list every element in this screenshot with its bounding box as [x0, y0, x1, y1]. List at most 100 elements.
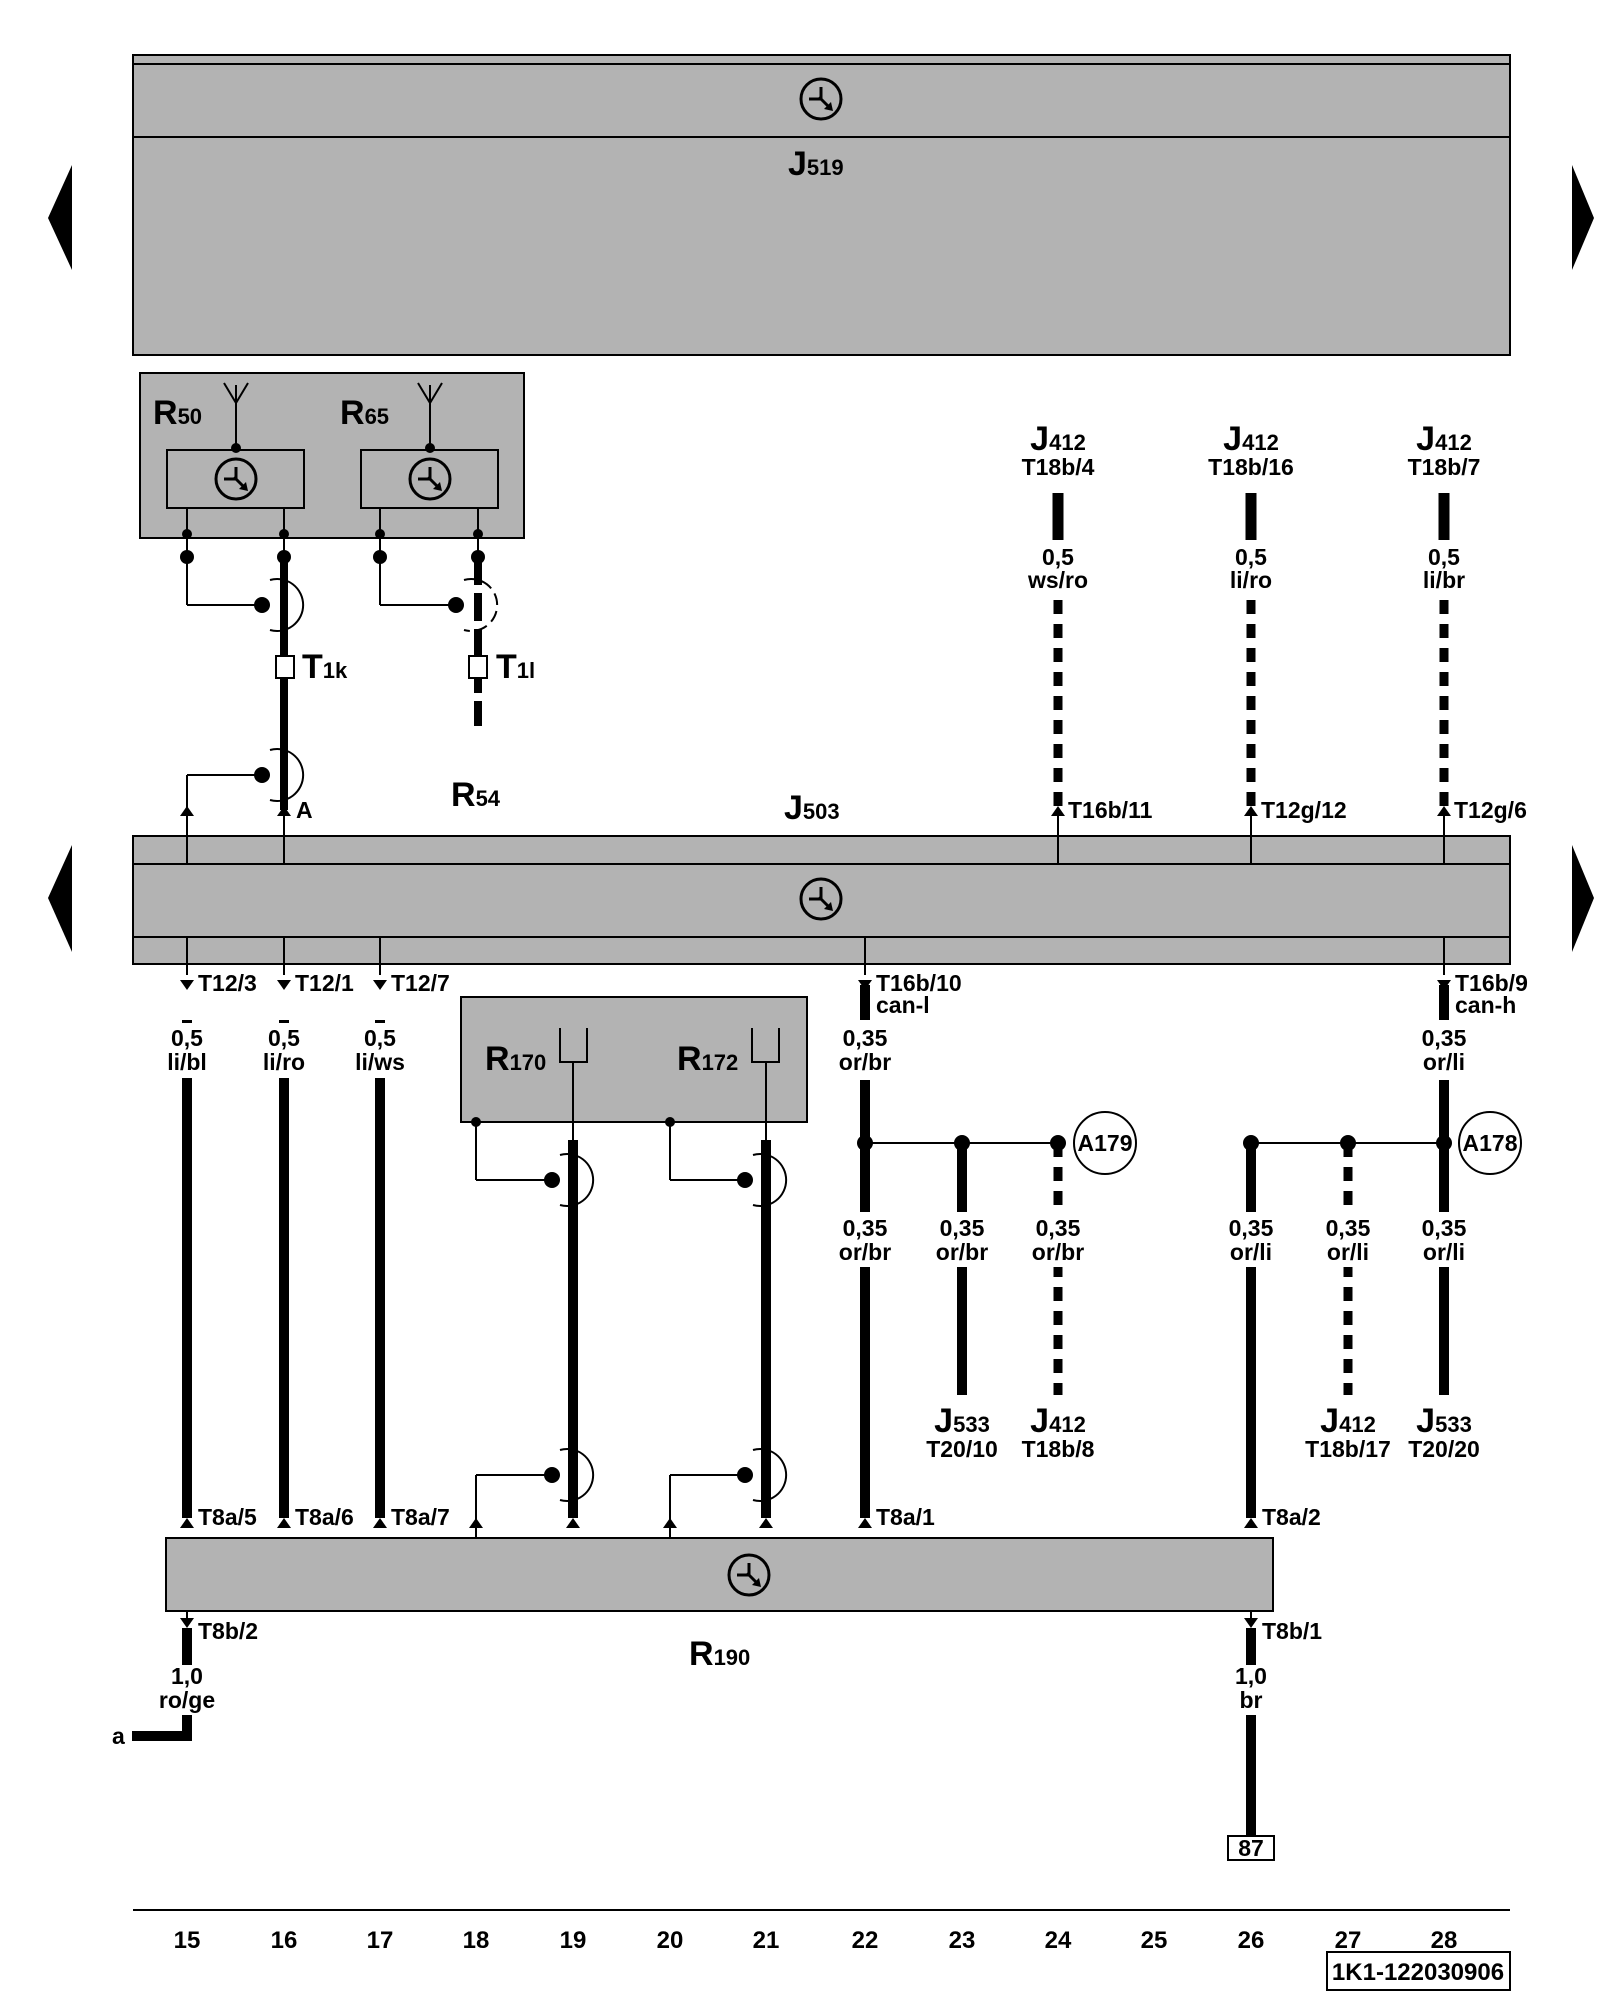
svg-text:T8a/5: T8a/5 — [198, 1504, 257, 1530]
terminal-87-label: 87 — [1238, 1835, 1264, 1861]
page-right-arrow-icon[interactable] — [1572, 165, 1594, 270]
svg-text:T18b/16: T18b/16 — [1208, 454, 1294, 480]
svg-text:T12g/6: T12g/6 — [1454, 797, 1527, 823]
terminal-87-box — [1227, 1835, 1275, 1861]
svg-text:J412: J412 — [1223, 420, 1279, 458]
a179-node: A179 — [1073, 1111, 1137, 1175]
column-number: 22 — [852, 1927, 879, 1954]
page-right-arrow-icon-2[interactable] — [1572, 845, 1594, 952]
svg-text:or/li: or/li — [1423, 1239, 1465, 1265]
svg-text:T8a/1: T8a/1 — [876, 1504, 935, 1530]
svg-text:or/br: or/br — [1032, 1239, 1084, 1265]
antenna-icon — [417, 382, 443, 450]
svg-text:0,35: 0,35 — [843, 1215, 888, 1241]
svg-text:or/li: or/li — [1230, 1239, 1272, 1265]
doc-id: 1K1-122030906 — [1332, 1959, 1504, 1986]
svg-text:T12/3: T12/3 — [198, 970, 257, 996]
svg-text:T12/1: T12/1 — [295, 970, 354, 996]
speaker-wires — [475, 1062, 788, 1538]
r190-label: R190 — [689, 1635, 750, 1673]
column-number: 20 — [657, 1927, 684, 1954]
svg-text:T16b/11: T16b/11 — [1068, 797, 1153, 823]
svg-text:or/br: or/br — [839, 1049, 891, 1075]
svg-text:T20/20: T20/20 — [1408, 1436, 1480, 1462]
svg-text:J533: J533 — [1416, 1402, 1472, 1440]
svg-text:li/ro: li/ro — [1230, 567, 1272, 593]
antenna-icon — [223, 382, 249, 450]
column-number: 16 — [271, 1927, 298, 1954]
svg-text:T18b/17: T18b/17 — [1305, 1436, 1391, 1462]
column-number: 21 — [753, 1927, 780, 1954]
r65-label: R65 — [340, 394, 389, 432]
j412-top-labels: J412 T18b/4 J412 T18b/16 J412 T18b/7 — [1022, 420, 1481, 480]
svg-text:T8b/1: T8b/1 — [1262, 1618, 1322, 1644]
column-number: 26 — [1238, 1927, 1265, 1954]
svg-text:or/br: or/br — [936, 1239, 988, 1265]
j503-bottom-pins: T12/3 T12/1 T12/7 T16b/10 can-l T16b/9 c… — [198, 970, 1528, 1018]
t1l-label: T1l — [496, 648, 535, 686]
svg-text:ro/ge: ro/ge — [159, 1687, 215, 1713]
svg-text:or/li: or/li — [1423, 1049, 1465, 1075]
svg-text:T8b/2: T8b/2 — [198, 1618, 258, 1644]
column-number: 27 — [1335, 1927, 1362, 1954]
svg-text:0,35: 0,35 — [1229, 1215, 1274, 1241]
svg-text:J533: J533 — [934, 1402, 990, 1440]
column-number: 25 — [1141, 1927, 1168, 1954]
svg-text:0,35: 0,35 — [940, 1215, 985, 1241]
r190-output-wires — [132, 1611, 1256, 1838]
r54-label: R54 — [451, 776, 501, 814]
can-targets: J533 T20/10 J412 T18b/8 J412 T18b/17 J53… — [926, 1402, 1480, 1462]
svg-text:0,5: 0,5 — [268, 1025, 300, 1051]
t1l-connector — [468, 655, 488, 679]
svg-text:T18b/8: T18b/8 — [1022, 1436, 1095, 1462]
r190-input-pins: T8a/5 T8a/6 T8a/7 T8a/1 T8a/2 — [198, 1504, 1321, 1530]
doc-id-box — [1326, 1951, 1511, 1991]
j412-top-wire-specs: 0,5 ws/ro 0,5 li/ro 0,5 li/br — [1020, 544, 1482, 595]
svg-text:T18b/7: T18b/7 — [1408, 454, 1481, 480]
j503-top-pins: T16b/11 T12g/12 T12g/6 — [1068, 797, 1527, 823]
a178-node: A178 — [1458, 1111, 1522, 1175]
column-number: 19 — [560, 1927, 587, 1954]
can-branch-specs: 0,35 or/br 0,35 or/br 0,35 or/br 0,35 or… — [825, 1212, 1484, 1267]
page-left-arrow-icon-2[interactable] — [48, 845, 72, 952]
svg-text:or/li: or/li — [1327, 1239, 1369, 1265]
svg-text:0,35: 0,35 — [1422, 1215, 1467, 1241]
antenna-box: R50 R65 — [139, 372, 525, 539]
j412-top-wires — [186, 493, 1450, 864]
svg-text:J412: J412 — [1030, 1402, 1086, 1440]
r172-label: R172 — [677, 1040, 738, 1078]
svg-text:J412: J412 — [1416, 420, 1472, 458]
svg-text:can-l: can-l — [876, 992, 930, 1018]
svg-text:0,5: 0,5 — [364, 1025, 396, 1051]
r190-block: R190 — [165, 1537, 1274, 1673]
svg-text:li/bl: li/bl — [167, 1049, 207, 1075]
speaker-box: R170 R172 — [460, 996, 808, 1123]
column-number: 15 — [174, 1927, 201, 1954]
svg-text:li/ro: li/ro — [263, 1049, 305, 1075]
column-number: 17 — [367, 1927, 394, 1954]
svg-text:T12g/12: T12g/12 — [1261, 797, 1347, 823]
svg-text:J412: J412 — [1030, 420, 1086, 458]
svg-text:T8a/6: T8a/6 — [295, 1504, 354, 1530]
svg-text:1,0: 1,0 — [171, 1663, 203, 1689]
svg-text:1,0: 1,0 — [1235, 1663, 1267, 1689]
t1k-connector — [275, 655, 295, 679]
r50-label: R50 — [153, 394, 202, 432]
svg-text:or/br: or/br — [839, 1239, 891, 1265]
svg-text:0,35: 0,35 — [843, 1025, 888, 1051]
column-number: 24 — [1045, 1927, 1072, 1954]
column-number: 18 — [463, 1927, 490, 1954]
svg-text:can-h: can-h — [1455, 992, 1516, 1018]
column-numbers: 15 16 17 18 19 20 21 22 23 24 25 26 27 28 — [174, 1927, 1458, 1954]
r170-label: R170 — [485, 1040, 546, 1078]
j503-label: J503 — [784, 789, 840, 827]
r190-output-specs: T8b/2 T8b/1 1,0 ro/ge 1,0 br — [150, 1618, 1322, 1713]
column-number: 23 — [949, 1927, 976, 1954]
svg-text:T20/10: T20/10 — [926, 1436, 998, 1462]
column-number: 28 — [1431, 1927, 1458, 1954]
svg-text:0,5: 0,5 — [171, 1025, 203, 1051]
page-left-arrow-icon[interactable] — [48, 165, 72, 270]
svg-text:0,35: 0,35 — [1036, 1215, 1081, 1241]
svg-text:0,5: 0,5 — [1235, 544, 1267, 570]
